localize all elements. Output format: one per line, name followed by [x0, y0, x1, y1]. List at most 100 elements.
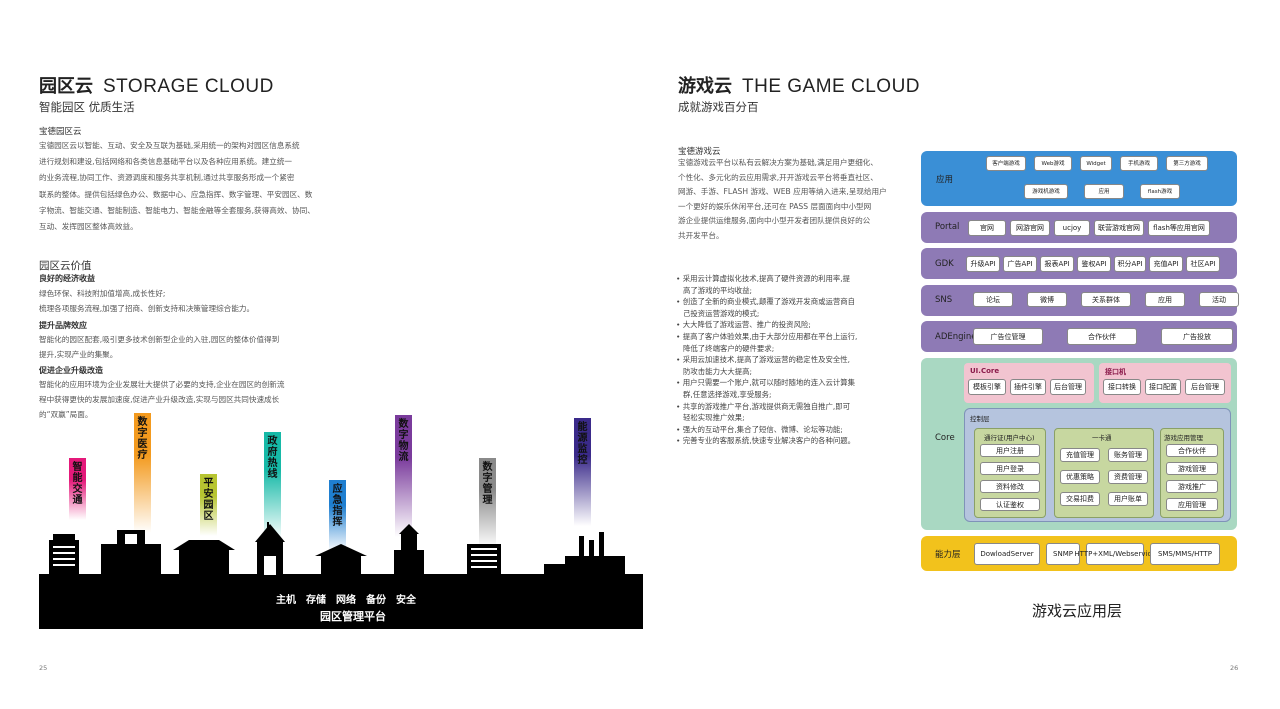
base-item: 备份: [366, 595, 386, 606]
gamemgmt-title: 游戏应用管理: [1164, 434, 1203, 442]
left-section2-title: 园区云价值: [39, 260, 92, 272]
city-beam-label: 数字医疗: [137, 417, 148, 461]
bullet-item: • 用户只需要一个账户,就可以随时随地的连入云计算集群,任意选择游戏,享受服务;: [676, 377, 916, 400]
bullet-item: • 采用云加速技术,提高了游戏运营的稳定性及安全性,防攻击能力大大提高;: [676, 354, 916, 377]
paragraph-line: 宝德园区云以智能、互动、安全及互联为基础,采用统一的架构对园区信息系统: [39, 141, 300, 150]
bullet-line: • 共享的游戏推广平台,游戏提供商无需独自推广,即可: [676, 401, 851, 411]
diagram-chip: 资费管理: [1108, 470, 1148, 484]
diagram-chip: 用户注册: [980, 444, 1040, 457]
diagram-chip: 后台管理: [1050, 379, 1086, 395]
diagram-chip: 联营游戏官网: [1094, 220, 1144, 236]
right-title-en: THE GAME CLOUD: [742, 76, 921, 97]
pass-title: 通行证(用户中心): [984, 434, 1035, 442]
city-beam: 政府热线: [264, 432, 281, 540]
diagram-chip: 游戏机游戏: [1024, 184, 1068, 199]
paragraph-line: 提升,实现产业的集聚。: [39, 350, 118, 359]
base-item: 安全: [396, 595, 416, 606]
diagram-chip: 官网: [968, 220, 1006, 236]
city-beam-label: 能源监控: [577, 422, 588, 466]
bullet-item: • 创造了全新的商业模式,颠覆了游戏开发商或运营商自己投资运营游戏的模式;: [676, 296, 916, 319]
value1-body: 绿色环保、科技附加值增高,成长性好;梳理各项服务流程,加强了招商、创新支持和决策…: [39, 286, 339, 316]
paragraph-line: 个性化、多元化的云应用需求,开开游戏云平台将垂直社区、: [678, 172, 878, 182]
bullet-line: • 采用云加速技术,提高了游戏运营的稳定性及安全性,: [676, 355, 851, 365]
bullet-item: • 完善专业的客服系统,快速专业解决客户的各种问题。: [676, 435, 916, 447]
uicore-title: UI.Core: [970, 367, 1000, 375]
city-beam-label: 应急指挥: [332, 484, 343, 528]
paragraph-line: 共开发平台。: [678, 230, 724, 240]
city-beam-label: 数字物流: [398, 419, 409, 463]
capability-layer-label: 能力层: [935, 550, 961, 560]
diagram-chip: 接口配置: [1145, 379, 1181, 395]
base-items: 主机存储网络备份安全: [276, 591, 426, 606]
paragraph-line: 智能化的应用环境为企业发展壮大提供了必要的支持,企业在园区的创新流: [39, 380, 285, 389]
adengine-layer-label: ADEngine: [935, 332, 977, 342]
value2-title: 提升品牌效应: [39, 321, 87, 330]
card-title: 一卡通: [1092, 434, 1112, 442]
value2-body: 智能化的园区配套,吸引更多技术创新型企业的入驻,园区的整体价值得到提升,实现产业…: [39, 332, 339, 362]
diagram-chip: 合作伙伴: [1166, 444, 1218, 457]
base-title: 园区管理平台: [320, 610, 386, 623]
diagram-chip: 应用: [1084, 184, 1124, 199]
diagram-chip: 认证鉴权: [980, 498, 1040, 511]
left-page-number: 25: [39, 664, 48, 672]
diagram-caption: 游戏云应用层: [1032, 602, 1123, 620]
city-beam: 能源监控: [574, 418, 591, 526]
right-bullet-list: • 采用云计算虚拟化技术,提高了硬件资源的利用率,提高了游戏的平均收益;• 创造…: [676, 273, 916, 447]
diagram-chip: SMS/MMS/HTTP: [1150, 543, 1220, 565]
diagram-chip: 资料修改: [980, 480, 1040, 493]
bullet-line: • 采用云计算虚拟化技术,提高了硬件资源的利用率,提: [676, 274, 851, 283]
city-base: [39, 575, 643, 629]
value3-title: 促进企业升级改造: [39, 366, 103, 375]
diagram-chip: 后台管理: [1185, 379, 1225, 395]
diagram-chip: 广告位管理: [973, 328, 1043, 345]
diagram-chip: 广告API: [1003, 256, 1037, 272]
bullet-item: • 大大降低了游戏运营、推广的投资风险;: [676, 319, 916, 331]
paragraph-line: 联系的整体。提供包括绿色办公、数据中心、应急指挥、数字管理、平安园区、数: [39, 189, 313, 199]
bullet-line: • 完善专业的客服系统,快速专业解决客户的各种问题。: [676, 436, 856, 446]
core-layer-label: Core: [935, 433, 955, 443]
bullet-line: 高了游戏的平均收益;: [683, 285, 753, 295]
bullet-item: • 采用云计算虚拟化技术,提高了硬件资源的利用率,提高了游戏的平均收益;: [676, 273, 916, 296]
paragraph-line: 游企业提供运维服务,面向中小型开发者团队提供良好的公: [678, 216, 871, 225]
diagram-chip: 用户登录: [980, 462, 1040, 475]
left-subtitle: 智能园区 优质生活: [39, 100, 135, 114]
interface-title: 接口机: [1105, 368, 1126, 376]
paragraph-line: 进行规划和建设,包括网络和各类信息基础平台以及各种应用系统。建立统一: [39, 157, 293, 167]
city-beam: 数字医疗: [134, 413, 151, 533]
control-title: 控制层: [970, 415, 990, 423]
paragraph-line: 宝德游戏云平台以私有云解决方案为基础,满足用户更细化、: [678, 158, 878, 167]
diagram-chip: HTTP+XML/Webservice: [1074, 543, 1156, 565]
right-subtitle: 成就游戏百分百: [678, 100, 759, 114]
bullet-line: • 创造了全新的商业模式,颠覆了游戏开发商或运营商自: [676, 297, 856, 307]
bullet-line: 群,任意选择游戏,享受服务;: [683, 389, 772, 399]
bullet-item: • 共享的游戏推广平台,游戏提供商无需独自推广,即可轻松实现推广效果;: [676, 401, 916, 424]
diagram-chip: 游戏推广: [1166, 480, 1218, 493]
diagram-chip: 升级API: [966, 256, 1000, 272]
city-beam: 平安园区: [200, 474, 217, 536]
bullet-line: 防攻击能力大大提高;: [683, 366, 753, 376]
diagram-chip: 游戏管理: [1166, 462, 1218, 475]
sns-layer-label: SNS: [935, 295, 953, 305]
bullet-line: • 提高了客户体验效果,由于大部分应用都在平台上运行,: [676, 331, 858, 341]
paragraph-line: 的业务流程,协同工作、资源调度和服务共享机制,通过共享服务形成一个紧密: [39, 173, 295, 183]
diagram-chip: 广告投放: [1161, 328, 1233, 345]
base-item: 主机: [276, 595, 296, 606]
bullet-line: • 强大的互动平台,集合了短信、微博、论坛等功能;: [676, 424, 843, 434]
gdk-layer-label: GDK: [935, 259, 954, 269]
diagram-chip: 第三方游戏: [1166, 156, 1208, 171]
diagram-chip: Web游戏: [1034, 156, 1072, 171]
city-beam: 智能交通: [69, 458, 86, 520]
left-title-cn: 园区云: [39, 76, 93, 97]
right-section-body: 宝德游戏云平台以私有云解决方案为基础,满足用户更细化、个性化、多元化的云应用需求…: [678, 156, 918, 243]
paragraph-line: 互动、发挥园区整体高效益。: [39, 222, 138, 232]
sns-layer: [921, 285, 1237, 316]
city-skyline: [39, 522, 643, 580]
diagram-chip: 插件引擎: [1010, 379, 1046, 395]
diagram-chip: 账务管理: [1108, 448, 1148, 462]
city-beam: 数字物流: [395, 415, 412, 537]
diagram-chip: 客户端游戏: [986, 156, 1026, 171]
diagram-chip: 模板引擎: [968, 379, 1006, 395]
diagram-chip: 报表API: [1040, 256, 1074, 272]
diagram-chip: flash游戏: [1140, 184, 1180, 199]
